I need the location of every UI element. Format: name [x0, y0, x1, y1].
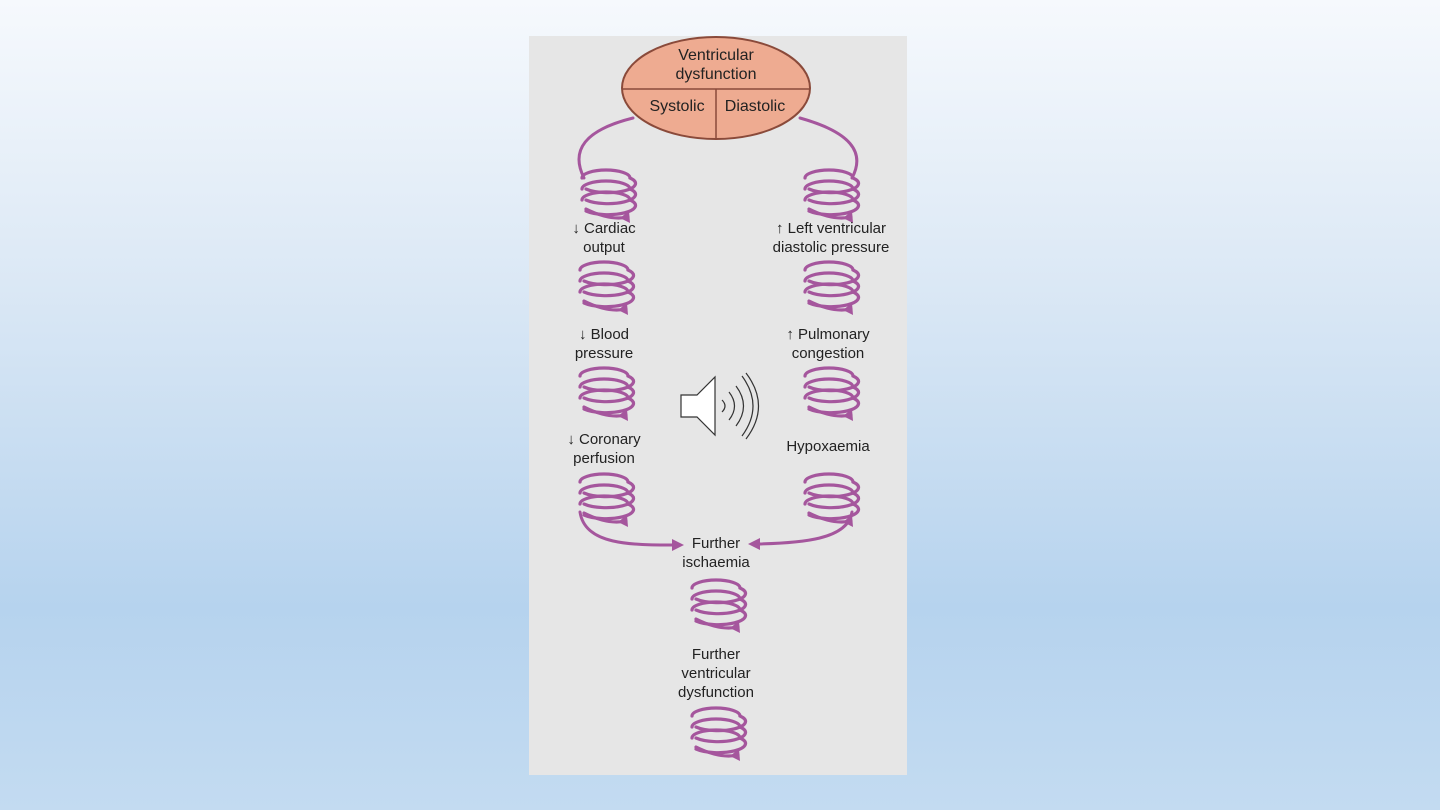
left-coil-4-arrowhead [618, 515, 628, 527]
diastolic-label: Diastolic [724, 98, 786, 115]
right-merge-arrowhead [748, 538, 760, 550]
final-line3: dysfunction [678, 684, 754, 701]
coronary-perfusion-line2: perfusion [573, 450, 635, 467]
center-coil-1-arrowhead [730, 621, 740, 633]
left-coil-3 [578, 366, 636, 421]
left-coil-1 [580, 168, 638, 223]
pulmonary-congestion-line1: ↑ Pulmonary [786, 326, 870, 343]
center-coil-2-arrowhead [730, 749, 740, 761]
right-coil-3 [803, 366, 861, 421]
pulmonary-congestion-label: ↑ Pulmonary congestion [786, 325, 869, 363]
left-coil-2 [578, 260, 636, 315]
blood-pressure-line1: ↓ Blood [578, 326, 630, 343]
lv-diastolic-pressure-label: ↑ Left ventricular diastolic pressure [773, 219, 890, 257]
right-coil-2 [803, 260, 861, 315]
final-line1: Further [691, 646, 741, 663]
final-line2: ventricular [681, 665, 751, 682]
spiral-arrows [578, 168, 861, 761]
hypoxaemia-label: Hypoxaemia [786, 438, 870, 455]
cardiac-output-label: ↓ Cardiac output [572, 219, 635, 257]
coronary-perfusion-line1: ↓ Coronary [567, 431, 641, 448]
right-coil-3-arrowhead [843, 409, 853, 421]
left-connector [577, 116, 635, 180]
further-ischaemia-label: Further ischaemia [682, 534, 750, 572]
blood-pressure-line2: pressure [574, 345, 634, 362]
lv-diastolic-pressure-line1: ↑ Left ventricular [775, 220, 887, 237]
further-ischaemia-line2: ischaemia [682, 554, 750, 571]
center-coil-2 [690, 706, 748, 761]
left-coil-4 [578, 472, 636, 527]
right-merge-arrow [756, 510, 854, 546]
lv-diastolic-pressure-line2: diastolic pressure [772, 239, 890, 256]
further-ischaemia-line1: Further [691, 535, 741, 552]
left-coil-2-arrowhead [618, 303, 628, 315]
systolic-label: Systolic [649, 98, 705, 115]
right-coil-2-arrowhead [843, 303, 853, 315]
cardiac-output-line2: output [583, 239, 625, 256]
speaker-icon[interactable] [680, 372, 759, 440]
right-connector [798, 116, 859, 180]
pulmonary-congestion-line2: congestion [791, 345, 865, 362]
left-coil-1-arrowhead [620, 211, 630, 223]
right-coil-1 [803, 168, 861, 223]
oval-title-line2: dysfunction [675, 66, 757, 83]
further-ventricular-dysfunction-label: Further ventricular dysfunction [678, 645, 754, 702]
center-coil-1 [690, 578, 748, 633]
coronary-perfusion-label: ↓ Coronary perfusion [567, 430, 640, 468]
figure-panel [529, 36, 907, 775]
oval-title: Ventricular dysfunction [676, 46, 757, 84]
ventricular-dysfunction-oval [621, 36, 811, 140]
blood-pressure-label: ↓ Blood pressure [575, 325, 633, 363]
oval-title-line1: Ventricular [678, 47, 754, 64]
cardiac-output-line1: ↓ Cardiac [572, 220, 636, 237]
left-coil-3-arrowhead [618, 409, 628, 421]
left-merge-arrow [578, 510, 678, 547]
left-merge-arrowhead [672, 539, 684, 551]
right-coil-1-arrowhead [843, 211, 853, 223]
